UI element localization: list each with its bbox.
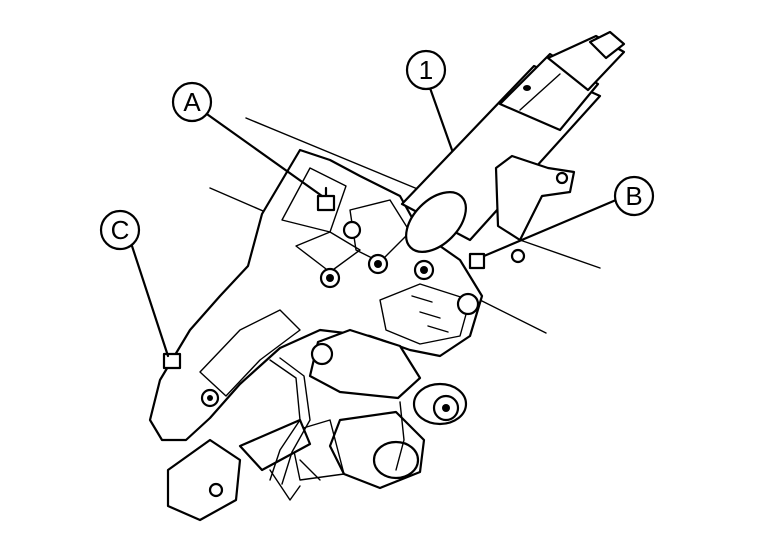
callout-a: A <box>171 81 213 123</box>
motor-lower <box>289 410 426 490</box>
steering-column-tube <box>400 30 626 253</box>
callout-1: 1 <box>405 49 447 91</box>
nut-c <box>162 352 182 370</box>
wire-harness <box>269 357 405 485</box>
motor-upper <box>308 328 468 426</box>
upper-bracket <box>494 154 576 264</box>
callout-c-label: C <box>111 215 130 245</box>
bolts <box>200 220 480 408</box>
reference-lines <box>209 117 601 334</box>
leader-lines <box>130 86 618 358</box>
nut-b <box>468 252 486 270</box>
callout-a-label: A <box>183 87 201 117</box>
callout-1-label: 1 <box>419 55 433 85</box>
callout-b-label: B <box>625 181 642 211</box>
callout-b: B <box>613 175 655 217</box>
callout-c: C <box>99 209 141 251</box>
nut-a <box>316 186 336 212</box>
